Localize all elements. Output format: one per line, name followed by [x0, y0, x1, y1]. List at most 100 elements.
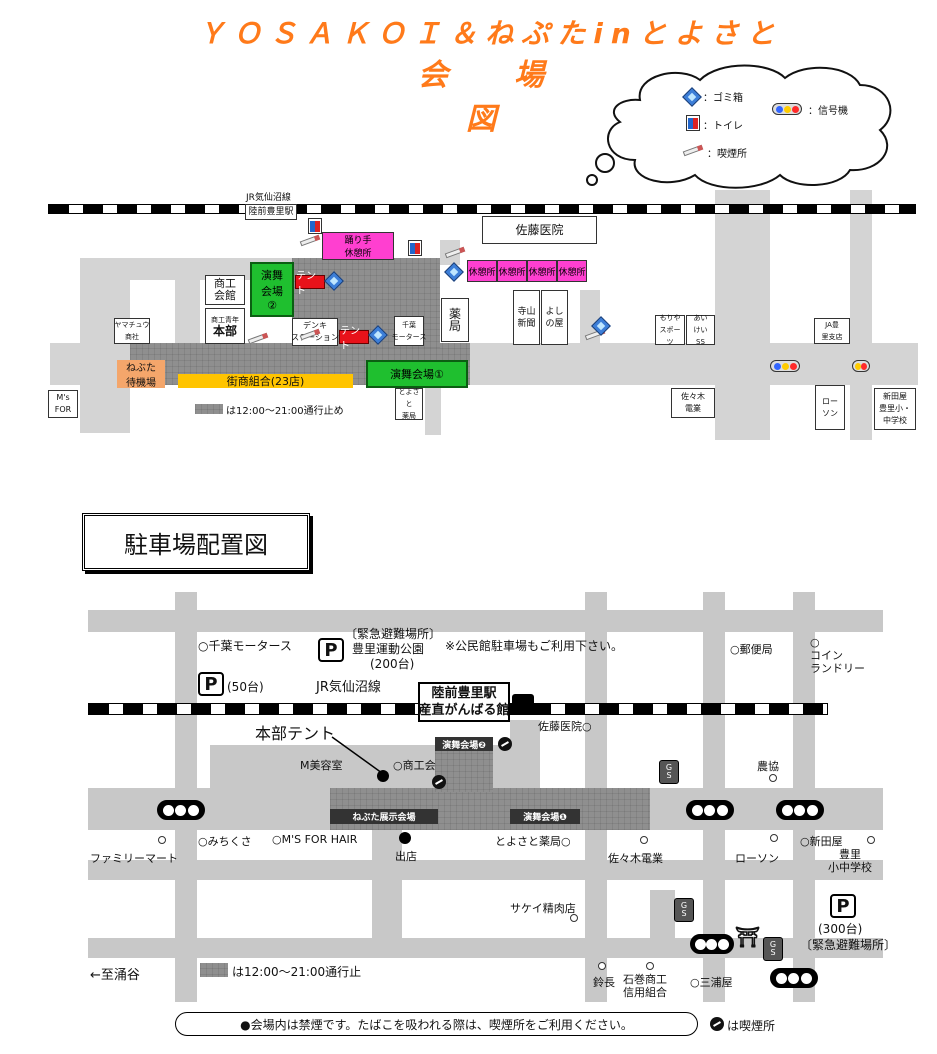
road: [850, 190, 872, 350]
road: [372, 830, 402, 950]
moriya-sports: もりや スポー ツ: [655, 314, 685, 346]
shutten-marker: [399, 832, 411, 844]
tent: テント: [295, 271, 325, 297]
stage-2: 演舞会場❷: [435, 737, 493, 751]
location-dot: [867, 836, 875, 844]
chiba-motors: ○千葉モータース: [198, 639, 292, 653]
rest-area: 休憩所: [557, 260, 587, 282]
location-dot: [646, 962, 654, 970]
sato-hospital: 佐藤医院○: [538, 720, 592, 733]
gs-label: G S: [665, 763, 673, 780]
toilet-icon: [512, 694, 534, 714]
parking-icon: P: [830, 894, 856, 918]
page-title: ＹＯＳＡＫＯＩ＆ねぷたinとよさと: [197, 17, 783, 50]
signal-icon: [772, 103, 802, 115]
road: [850, 380, 872, 440]
signal-icon: [770, 360, 800, 372]
nebuta-waiting-area: ねぶた 待機場: [117, 360, 165, 389]
coin-laundry: ○ コイン ランドリー: [810, 636, 865, 675]
sasaki-electric: 佐々木電業: [608, 852, 663, 865]
ms-for-hair: ○M'S FOR HAIR: [272, 833, 358, 846]
rest-area: 休憩所: [467, 260, 497, 282]
toilet-icon: [686, 115, 700, 131]
honbu-label: 本部: [212, 324, 237, 338]
page-subtitle: 会 場 図: [418, 58, 610, 137]
closed-legend-swatch: [200, 963, 228, 977]
road: [88, 610, 883, 632]
signal-icon: [690, 934, 734, 954]
signal-icon: [157, 800, 205, 820]
road: [703, 592, 725, 1002]
road: [175, 258, 200, 348]
shrine-gate-icon: ⛩: [735, 925, 761, 949]
miuraya: ○三浦屋: [690, 976, 733, 989]
parking-icon: P: [198, 672, 224, 696]
smoking-icon: [710, 1017, 724, 1031]
pointer-line: [331, 736, 383, 774]
signal-icon: [776, 800, 824, 820]
yamachu: ヤマチュウ 商社: [114, 318, 150, 344]
signal-icon: [770, 968, 818, 988]
sakei-butcher: サケイ精肉店: [510, 902, 576, 915]
nokyo: 農協: [757, 760, 779, 773]
lawson: ローソン: [735, 852, 779, 865]
location-dot: [769, 774, 777, 782]
m-beauty-salon: M美容室: [300, 759, 343, 772]
toyosato-pharmacy: とよさと薬局○: [495, 835, 571, 848]
evac-label-2: 〔緊急避難場所〕: [800, 938, 897, 952]
post-office: ○郵便局: [730, 643, 773, 656]
location-dot: [598, 962, 606, 970]
toyosato-school: 豊里 小中学校: [828, 848, 872, 874]
legend-toilet: ：トイレ: [703, 121, 743, 132]
shokokai-hall: 商工 会館: [205, 275, 245, 305]
location-dot: [158, 836, 166, 844]
road: [88, 938, 883, 958]
terayama-shimbun: 寺山 新聞: [513, 290, 540, 345]
smoking-note: は喫煙所: [727, 1019, 776, 1033]
tent: テント: [339, 326, 369, 352]
rest-area: 休憩所: [497, 260, 527, 282]
toyosato-pharmacy: とよさ と 薬局: [395, 388, 423, 420]
evac-label: 〔緊急避難場所〕: [345, 627, 442, 641]
toilet-icon: [308, 218, 322, 234]
shinden-ya: ○新田屋: [800, 835, 843, 848]
road: [175, 592, 197, 1002]
legend-signal: ：信号機: [808, 106, 848, 117]
smoking-icon: [498, 737, 512, 751]
gas-station-icon: G S: [674, 898, 694, 922]
shokokai: ○商工会: [393, 759, 436, 772]
ja-branch: JA豊 里支店: [814, 318, 850, 344]
aiike-ss: あい けい SS: [686, 314, 715, 346]
stage-2: 演舞 会場 ②: [250, 262, 294, 317]
pharmacy: 薬 局: [441, 298, 469, 342]
legend-smoking: ：喫煙所: [707, 149, 747, 160]
signal-icon: [686, 800, 734, 820]
shinden-school: 新田屋 豊里小・ 中学校: [874, 388, 916, 430]
honbu-sub-label: 商工青年: [211, 316, 239, 324]
parking-50-capacity: (50台): [227, 680, 264, 694]
road: [510, 720, 540, 795]
to-wakuya: ←至涌谷: [90, 968, 140, 983]
rail-label: JR気仙沼線: [316, 680, 381, 695]
suzucho: 鈴長: [593, 976, 615, 989]
location-dot: [570, 914, 578, 922]
railway: [48, 204, 916, 214]
dancer-rest-area: 踊り手 休憩所: [322, 232, 394, 260]
sasaki-electric: 佐々木 電業: [671, 388, 715, 418]
michikusa: ○みちくさ: [198, 835, 252, 848]
location-dot: [640, 836, 648, 844]
signal-icon: [852, 360, 870, 372]
road: [88, 860, 883, 880]
legend-trash: ：ゴミ箱: [703, 93, 743, 104]
smoking-icon: [432, 775, 446, 789]
toilet-icon: [408, 240, 422, 256]
sports-park-capacity: (200台): [370, 657, 415, 671]
station-box: 陸前豊里駅 産直がんばる館: [418, 682, 510, 722]
parking-heading: 駐車場配置図: [82, 513, 310, 571]
trash-icon: [444, 262, 464, 282]
shotengai-area: 街商組合(23店): [178, 374, 353, 388]
stage-1: 演舞会場①: [366, 360, 468, 388]
ishinomaki-credit: 石巻商工 信用組合: [623, 973, 667, 999]
nebuta-exhibit: ねぶた展示会場: [330, 809, 438, 824]
rest-area: 休憩所: [527, 260, 557, 282]
